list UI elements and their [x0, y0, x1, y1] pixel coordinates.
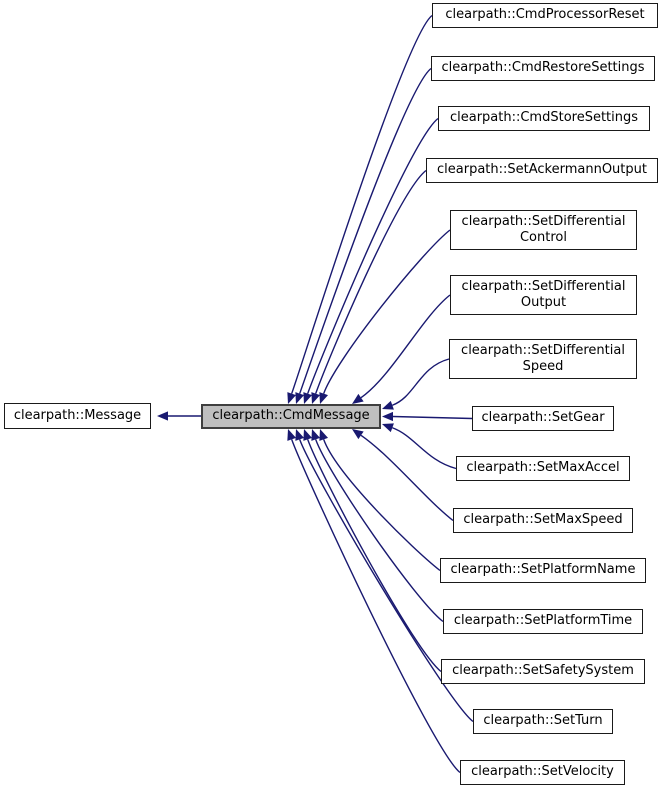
class-node-setmaxspeed[interactable]: clearpath::SetMaxSpeed [453, 508, 633, 533]
class-node-setvelocity[interactable]: clearpath::SetVelocity [460, 760, 625, 785]
inheritance-edge [392, 415, 473, 420]
inheritance-arrowhead [287, 429, 297, 441]
class-node-setdifferentialcontrol[interactable]: clearpath::SetDifferential Control [450, 210, 637, 250]
class-node-cmdprocessorreset[interactable]: clearpath::CmdProcessorReset [432, 3, 658, 28]
inheritance-edge [323, 229, 451, 394]
class-node-setgear[interactable]: clearpath::SetGear [472, 406, 614, 431]
inheritance-arrowhead [382, 400, 394, 410]
inheritance-arrowhead [295, 392, 305, 404]
inheritance-edge [307, 117, 439, 394]
inheritance-arrowhead [352, 429, 364, 440]
inheritance-arrowhead [311, 429, 321, 441]
inheritance-arrowhead [287, 392, 297, 404]
inheritance-edge [315, 169, 427, 394]
inheritance-arrowhead [303, 392, 313, 404]
inheritance-arrowhead [319, 429, 329, 441]
inheritance-edge [291, 439, 461, 774]
inheritance-arrowhead [319, 392, 329, 404]
class-node-setturn[interactable]: clearpath::SetTurn [473, 709, 613, 734]
class-node-setplatformtime[interactable]: clearpath::SetPlatformTime [443, 609, 643, 634]
inheritance-arrowhead [311, 392, 321, 404]
class-node-setdifferentialspeed[interactable]: clearpath::SetDifferential Speed [449, 339, 637, 379]
inheritance-arrowhead [295, 429, 305, 441]
inheritance-edge [307, 439, 442, 673]
inheritance-edge [323, 439, 441, 572]
inheritance-edge [360, 434, 454, 522]
inheritance-edge [392, 427, 457, 470]
class-node-setmaxaccel[interactable]: clearpath::SetMaxAccel [456, 456, 630, 481]
inheritance-edge [291, 14, 433, 394]
inheritance-arrowhead [157, 411, 168, 421]
class-node-message[interactable]: clearpath::Message [4, 403, 151, 429]
inheritance-arrowhead [382, 423, 394, 433]
inheritance-edge [315, 439, 444, 623]
class-node-cmdstoresettings[interactable]: clearpath::CmdStoreSettings [438, 106, 650, 131]
class-node-setackermannoutput[interactable]: clearpath::SetAckermannOutput [426, 158, 658, 183]
inheritance-edge [392, 358, 450, 406]
class-node-setplatformname[interactable]: clearpath::SetPlatformName [440, 558, 646, 583]
class-node-setsafetysystem[interactable]: clearpath::SetSafetySystem [441, 659, 645, 684]
class-node-cmdmessage: clearpath::CmdMessage [201, 404, 381, 429]
inheritance-edge [299, 67, 432, 394]
inheritance-arrowhead [303, 429, 313, 441]
class-node-cmdrestoresettings[interactable]: clearpath::CmdRestoreSettings [431, 56, 655, 81]
inheritance-arrowhead [382, 411, 393, 422]
inheritance-edge [299, 439, 474, 723]
class-node-setdifferentialoutput[interactable]: clearpath::SetDifferential Output [450, 275, 637, 315]
inheritance-edge [360, 294, 451, 399]
inheritance-arrowhead [352, 393, 364, 404]
